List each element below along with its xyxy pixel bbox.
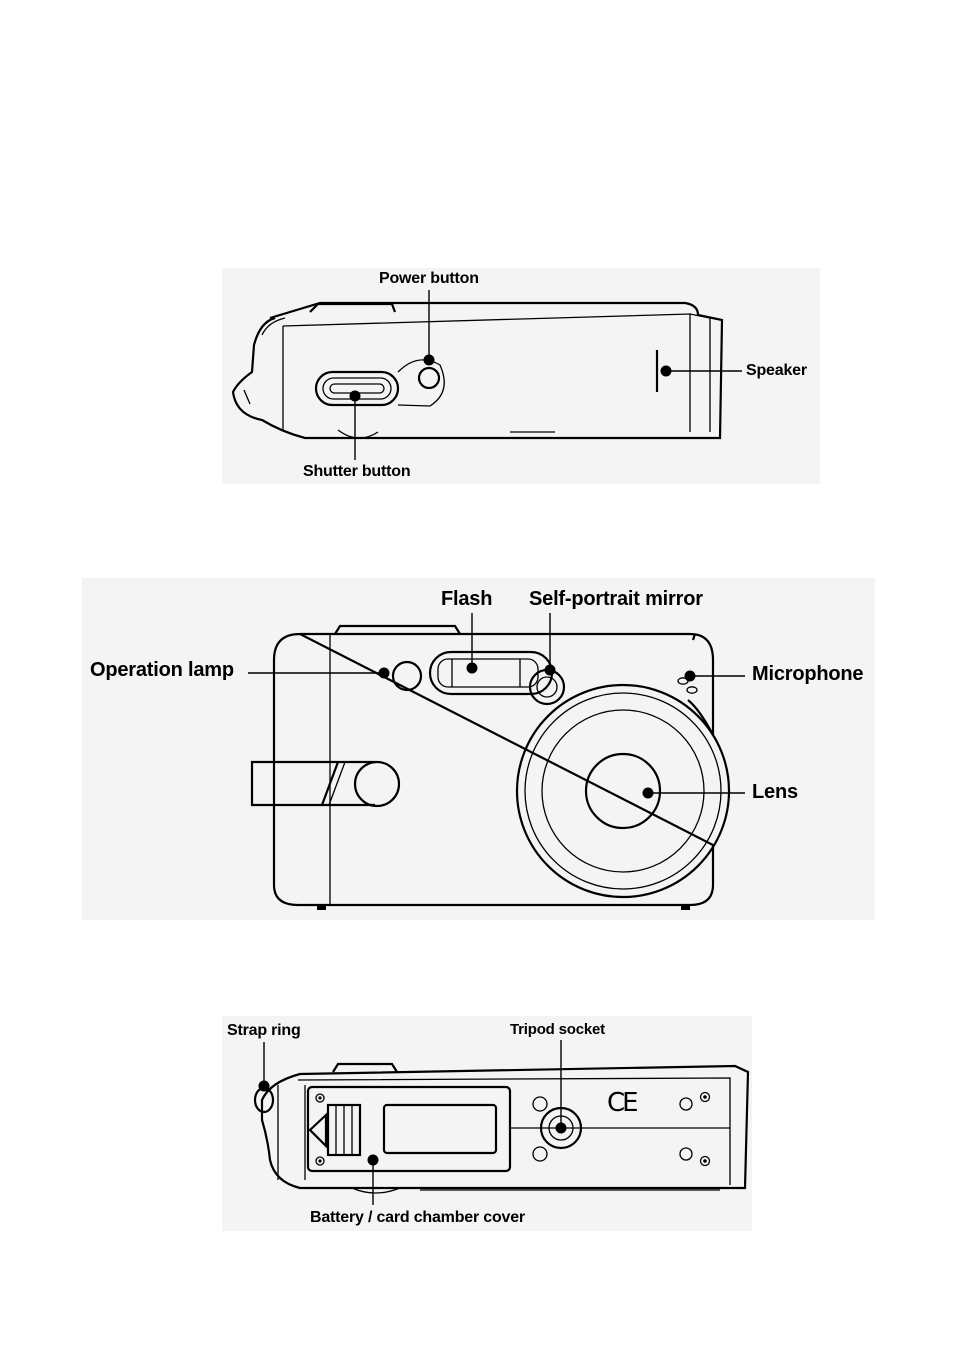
front-view-leaders <box>248 613 745 799</box>
microphone-label: Microphone <box>752 663 864 685</box>
strap-ring-label: Strap ring <box>227 1022 301 1039</box>
top-view-camera <box>231 301 724 440</box>
front-view-camera <box>250 624 731 910</box>
ce-mark: CE <box>607 1088 639 1118</box>
battery-cover-label: Battery / card chamber cover <box>310 1209 525 1226</box>
tripod-socket-label: Tripod socket <box>510 1021 605 1038</box>
shutter-button-label: Shutter button <box>303 463 411 480</box>
power-button-label: Power button <box>379 270 479 287</box>
operation-lamp-label: Operation lamp <box>90 659 234 681</box>
self-portrait-mirror-label: Self-portrait mirror <box>529 588 703 610</box>
bottom-view-panel <box>222 1016 752 1231</box>
bottom-view-camera <box>253 1062 750 1194</box>
lens-label: Lens <box>752 781 798 803</box>
top-view-leaders <box>349 290 742 460</box>
bottom-view-leaders <box>258 1040 567 1205</box>
speaker-label: Speaker <box>746 362 807 379</box>
flash-label: Flash <box>441 588 493 610</box>
